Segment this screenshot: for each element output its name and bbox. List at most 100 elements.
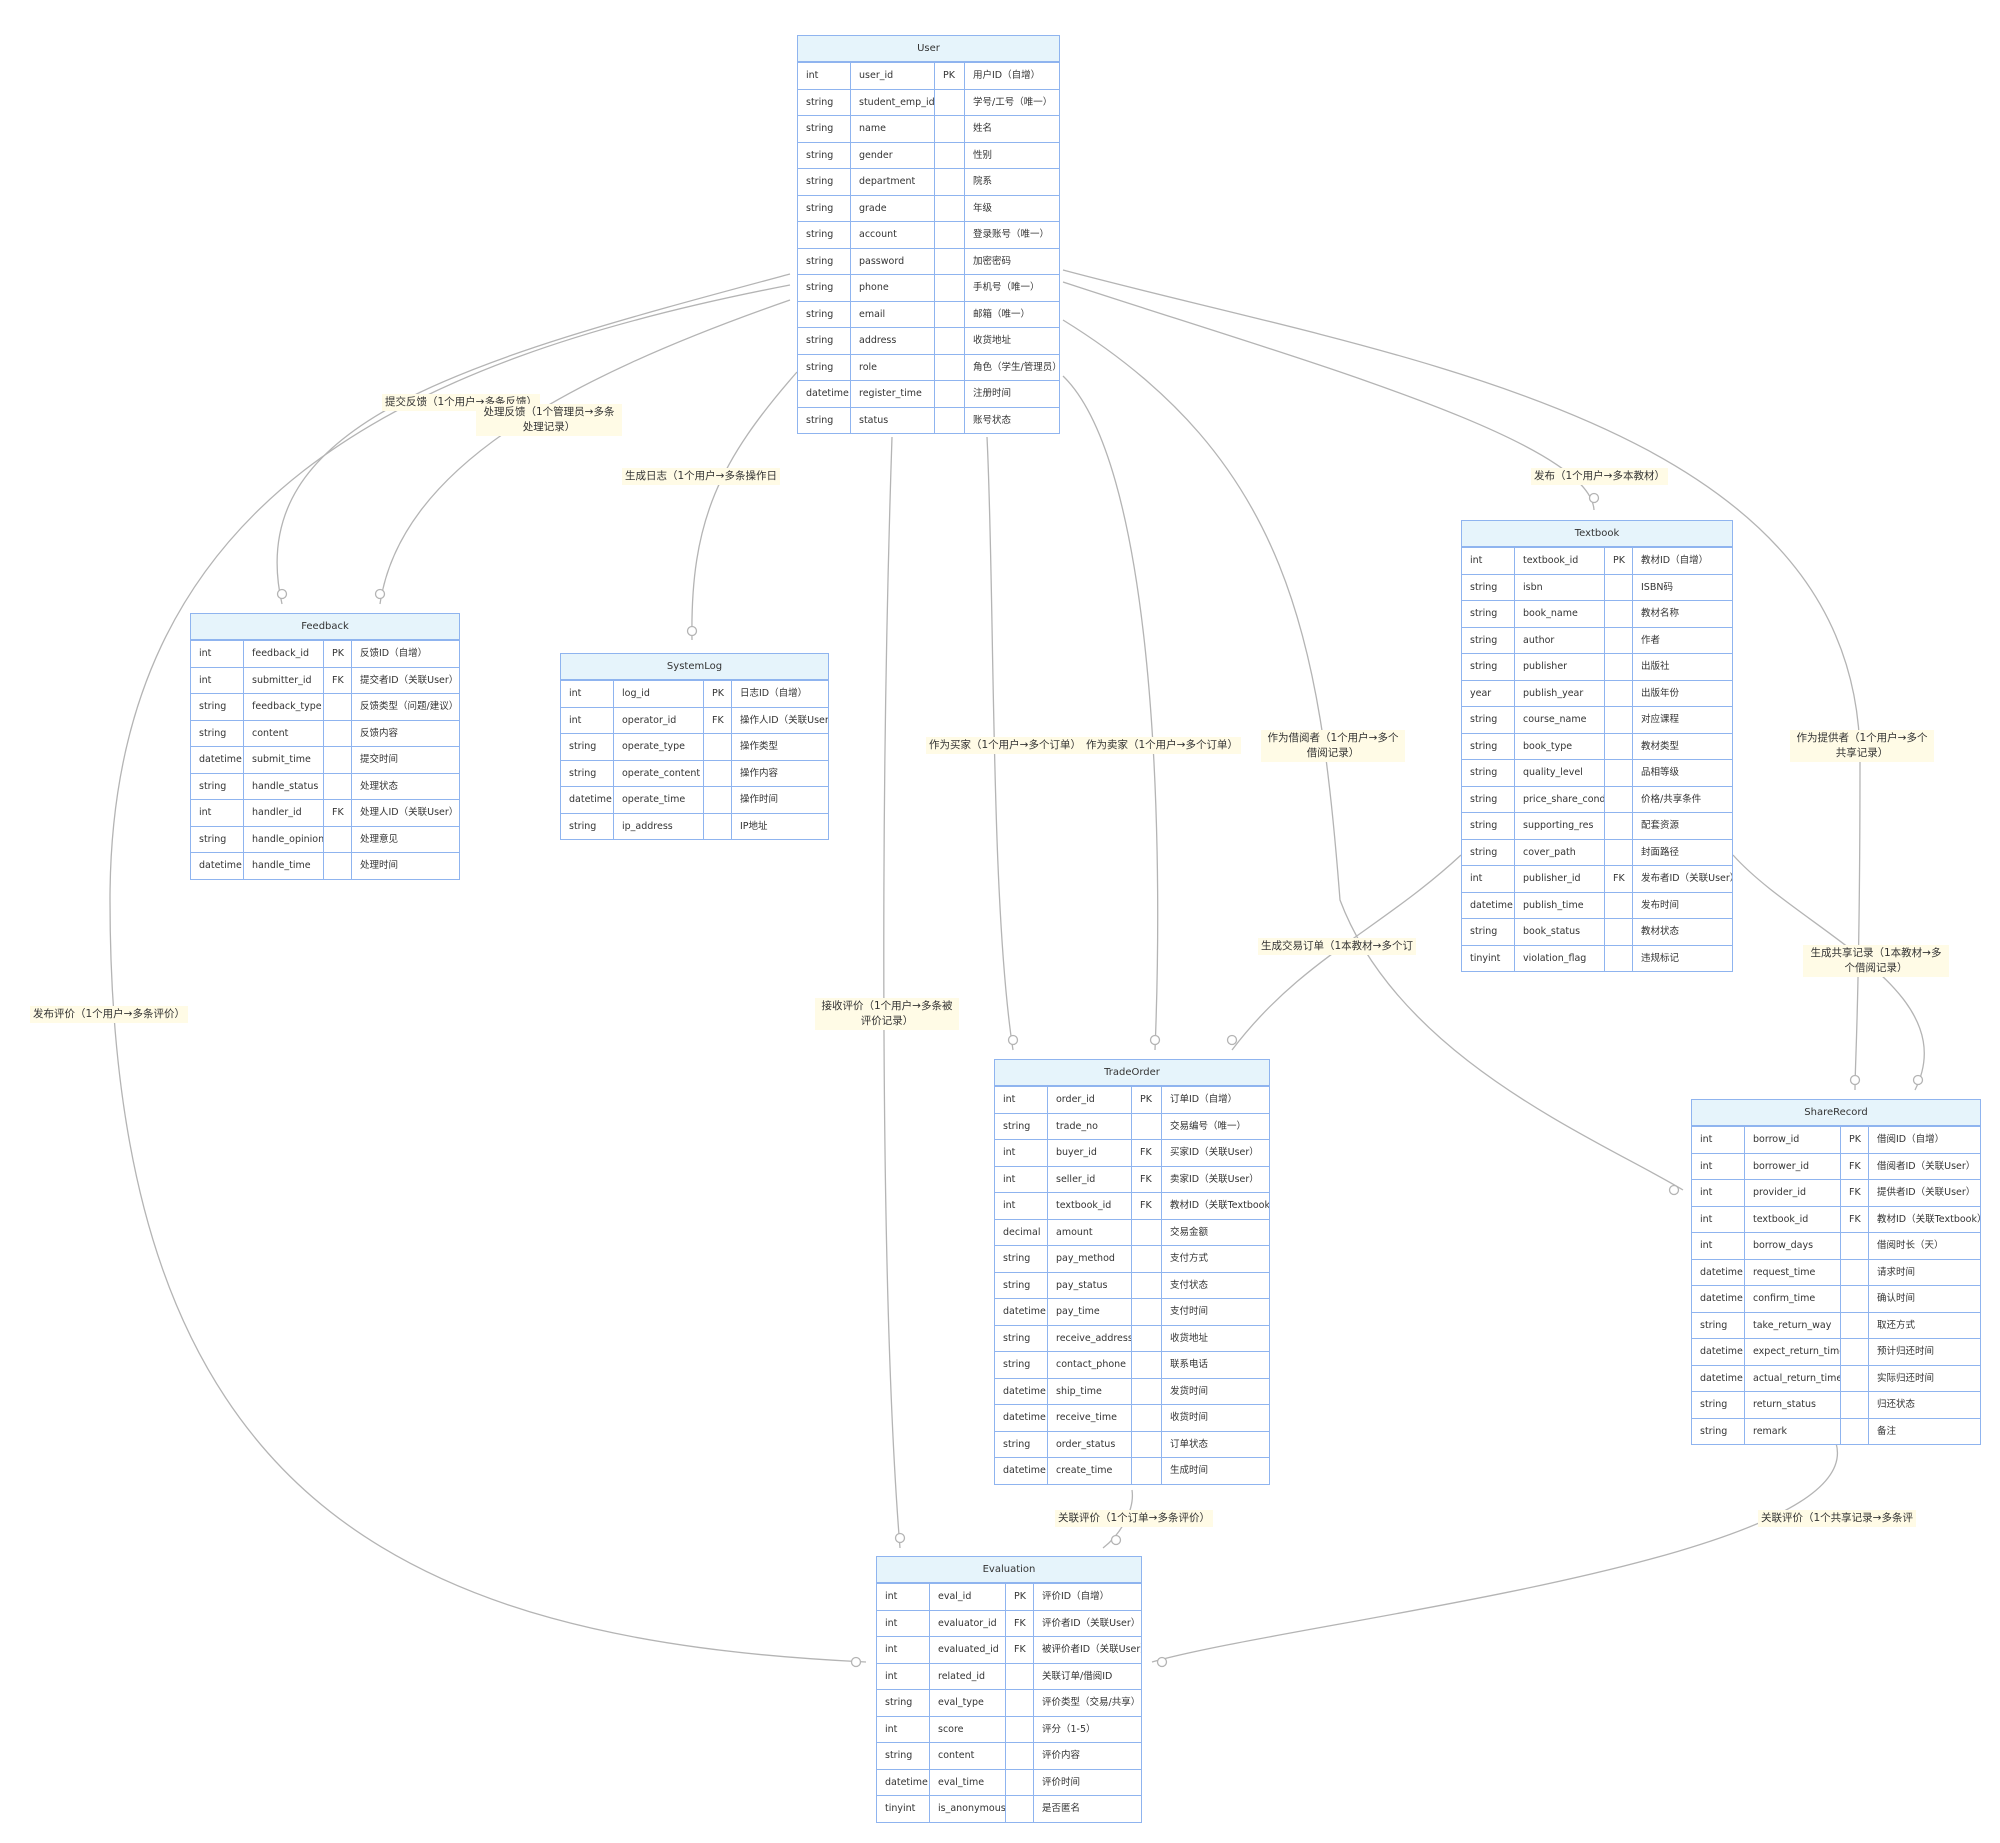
field-type: string	[1470, 926, 1498, 937]
field-comment: 反馈ID（自增）	[351, 641, 459, 667]
field-name: handle_status	[243, 773, 323, 799]
rel-label-as-provider: 作为提供者（1个用户→多个共享记录）	[1790, 730, 1934, 762]
field-key	[1005, 1663, 1033, 1689]
conn-share-evaluation	[1151, 1442, 1839, 1663]
field-name: seller_id	[1047, 1166, 1131, 1192]
field-key	[934, 354, 964, 380]
field-type: int	[1470, 555, 1483, 566]
field-comment: 收货地址	[964, 328, 1059, 354]
field-name: contact_phone	[1047, 1352, 1131, 1378]
field-key	[934, 275, 964, 301]
entity-title: User	[798, 36, 1059, 62]
field-comment: 年级	[964, 195, 1059, 221]
field-name: pay_method	[1047, 1246, 1131, 1272]
field-comment: 联系电话	[1161, 1352, 1269, 1378]
field-comment: 操作时间	[731, 787, 828, 813]
field-type: string	[1003, 1253, 1031, 1264]
field-comment: 请求时间	[1868, 1259, 1980, 1285]
field-name: publisher_id	[1514, 866, 1604, 892]
field-comment: 取还方式	[1868, 1312, 1980, 1338]
field-comment: ISBN码	[1632, 574, 1732, 600]
rel-label-as-seller: 作为卖家（1个用户→多个订单）	[1083, 737, 1241, 754]
entity-row: string handle_status 处理状态	[191, 772, 459, 799]
field-type: int	[1700, 1134, 1713, 1145]
rel-label-text: 作为提供者（1个用户→多个共享记录）	[1796, 732, 1928, 759]
field-comment: 支付状态	[1161, 1272, 1269, 1298]
field-key	[934, 328, 964, 354]
field-key: FK	[1840, 1153, 1868, 1179]
field-type: int	[885, 1617, 898, 1629]
field-type: int	[199, 674, 212, 686]
cardinality-marker	[1588, 492, 1600, 504]
field-name: borrow_days	[1744, 1233, 1840, 1259]
field-type: string	[1470, 793, 1498, 805]
field-comment: 交易金额	[1161, 1219, 1269, 1245]
field-type: string	[1700, 1319, 1728, 1331]
conn-as-provider	[1062, 269, 1861, 1091]
cardinality-marker	[686, 625, 698, 637]
entity-title: ShareRecord	[1692, 1100, 1980, 1126]
field-name: supporting_res	[1514, 813, 1604, 839]
rel-label-text: 作为借阅者（1个用户→多个借阅记录）	[1267, 732, 1399, 759]
field-comment: 支付时间	[1161, 1299, 1269, 1325]
field-key	[1604, 574, 1632, 600]
field-comment: 实际归还时间	[1868, 1365, 1980, 1391]
field-type: int	[1700, 1240, 1713, 1251]
field-type: int	[199, 648, 212, 659]
field-type: datetime	[199, 754, 242, 765]
conn-handle-feedback	[379, 299, 791, 605]
entity-title: Textbook	[1462, 521, 1732, 547]
conn-as-borrower	[1062, 319, 1684, 1191]
field-key: PK	[323, 641, 351, 667]
field-key	[1131, 1272, 1161, 1298]
cardinality-marker	[1849, 1074, 1861, 1086]
field-name: pay_status	[1047, 1272, 1131, 1298]
field-comment: 提供者ID（关联User）	[1868, 1180, 1980, 1206]
field-type: string	[806, 229, 834, 240]
field-comment: 评分（1-5）	[1033, 1716, 1141, 1742]
cardinality-marker	[276, 588, 288, 600]
field-name: operate_type	[613, 734, 703, 760]
field-key: PK	[1131, 1087, 1161, 1113]
field-type: string	[1003, 1120, 1031, 1132]
field-key	[1840, 1392, 1868, 1418]
field-type: string	[199, 780, 227, 792]
field-comment: 是否匿名	[1033, 1796, 1141, 1822]
field-comment: 配套资源	[1632, 813, 1732, 839]
field-type: datetime	[1003, 1465, 1046, 1476]
field-comment: 处理状态	[351, 773, 459, 799]
field-comment: 支付方式	[1161, 1246, 1269, 1272]
field-key	[1604, 601, 1632, 627]
field-comment: 教材类型	[1632, 733, 1732, 759]
field-name: expect_return_time	[1744, 1339, 1840, 1365]
field-type: tinyint	[1470, 952, 1501, 964]
field-key: FK	[1131, 1193, 1161, 1219]
field-name: grade	[850, 195, 934, 221]
field-type: datetime	[885, 1776, 928, 1788]
field-key	[1840, 1286, 1868, 1312]
field-name: publish_year	[1514, 680, 1604, 706]
field-key	[1005, 1769, 1033, 1795]
field-type: string	[806, 255, 834, 267]
field-type: int	[885, 1644, 898, 1655]
field-comment: 借阅者ID（关联User）	[1868, 1153, 1980, 1179]
field-key	[1005, 1716, 1033, 1742]
